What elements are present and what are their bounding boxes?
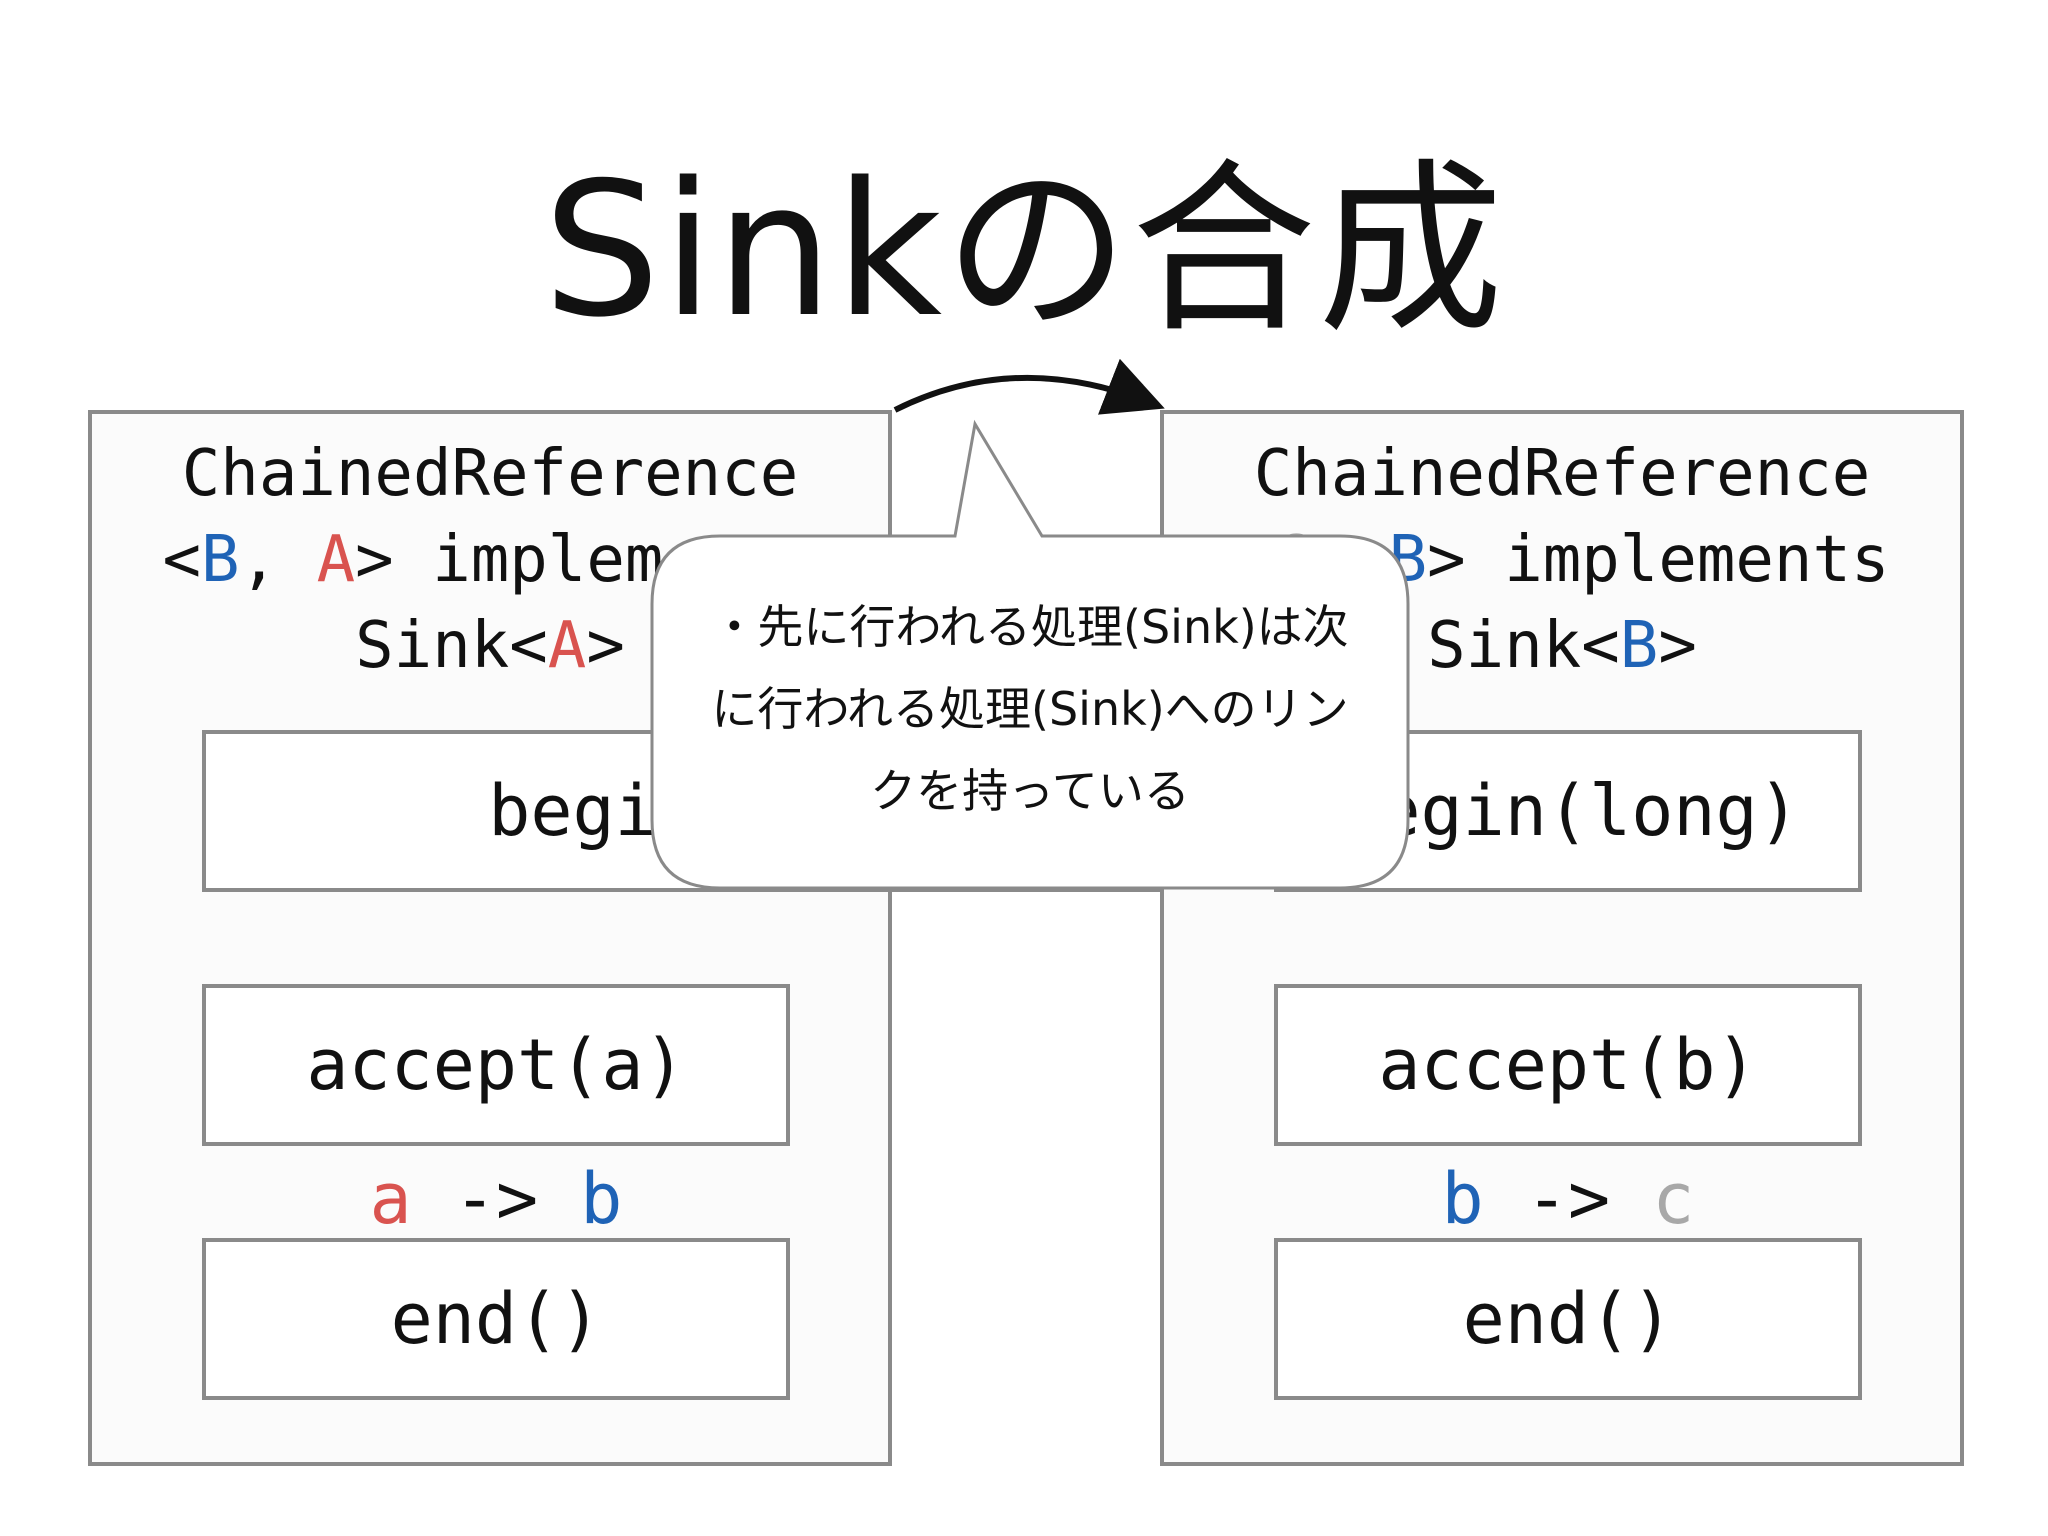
slide-title: Sinkの合成: [542, 142, 1506, 358]
right-h3-suffix: >: [1658, 609, 1697, 683]
left-h2-type1: B: [201, 523, 240, 597]
callout-line3: クを持っている: [870, 764, 1190, 818]
left-conv-from: a: [369, 1158, 412, 1240]
right-h2-rest: > implements: [1427, 523, 1890, 597]
left-end-method: end(): [202, 1238, 790, 1400]
left-header-line2: <B, A> implements: [92, 518, 888, 602]
left-accept-method: accept(a): [202, 984, 790, 1146]
right-conv-to: c: [1652, 1158, 1695, 1240]
right-end-method: end(): [1274, 1238, 1862, 1400]
left-h3-suffix: >: [586, 609, 625, 683]
right-header-line1: ChainedReference: [1253, 437, 1871, 511]
callout-text: ・先に行われる処理(Sink)は次 に行われる処理(Sink)へのリン クを持っ…: [650, 586, 1410, 832]
right-accept-method: accept(b): [1274, 984, 1862, 1146]
right-conv-arrow: ->: [1525, 1158, 1611, 1240]
left-h2-open: <: [162, 523, 202, 597]
callout-line1: ・先に行われる処理(Sink)は次: [711, 600, 1349, 654]
right-h3-prefix: Sink<: [1427, 609, 1620, 683]
link-arrow: [893, 358, 1165, 415]
right-conversion: b -> c: [1274, 1154, 1862, 1244]
left-header-line1: ChainedReference: [181, 437, 799, 511]
left-conv-to: b: [580, 1158, 623, 1240]
left-header-line3: Sink<A>: [92, 604, 888, 688]
callout-bubble: [650, 419, 1410, 890]
left-h2-type2: A: [316, 523, 356, 597]
left-h3-type: A: [547, 609, 587, 683]
right-h3-type: B: [1619, 609, 1659, 683]
callout-line2: に行われる処理(Sink)へのリン: [711, 682, 1349, 736]
left-h3-prefix: Sink<: [355, 609, 548, 683]
left-conversion: a -> b: [202, 1154, 790, 1244]
right-conv-from: b: [1441, 1158, 1484, 1240]
left-conv-arrow: ->: [453, 1158, 539, 1240]
left-h2-sep: ,: [239, 523, 317, 597]
right-header-line3: Sink<B>: [1164, 604, 1960, 688]
